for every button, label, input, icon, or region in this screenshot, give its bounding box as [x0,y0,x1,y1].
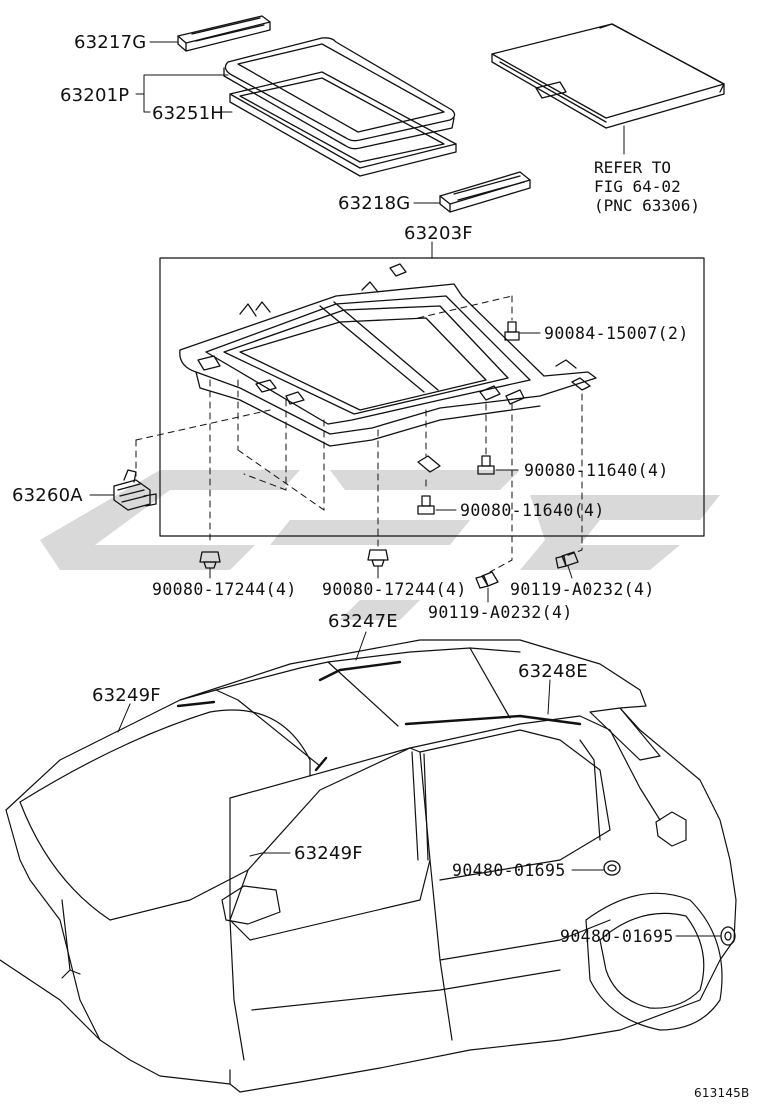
drip-seals [176,660,582,772]
label-90084-15007: 90084-15007(2) [544,324,689,343]
bolt-90080-11640-a [477,455,495,475]
label-63249F-a: 63249F [92,685,161,706]
label-63218G: 63218G [338,193,411,214]
plug-90480-b [720,926,736,946]
frame-assembly-box [159,257,705,537]
clip-90080-17244-a [199,551,221,569]
screw-90119-b [555,551,579,569]
refer-line-2: FIG 64-02 [594,177,681,196]
label-90080-17244-a: 90080-17244(4) [152,580,297,599]
part-63201P-glass [223,37,456,150]
part-63260A-motor [113,469,157,511]
label-63247E: 63247E [328,611,398,632]
part-63217G-strip [177,15,271,52]
label-90080-17244-b: 90080-17244(4) [322,580,467,599]
refer-line-3: (PNC 63306) [594,196,700,215]
label-63203F: 63203F [404,223,473,244]
plug-90480-a [603,860,621,876]
label-63260A: 63260A [12,485,83,506]
clip-90080-17244-b [367,549,389,567]
screw-90119-a [475,571,499,589]
label-90119-A0232-a: 90119-A0232(4) [510,580,655,599]
label-63249F-b: 63249F [294,843,363,864]
label-90119-A0232-b: 90119-A0232(4) [428,603,573,622]
refer-line-1: REFER TO [594,158,672,177]
part-63218G-strip [439,171,531,213]
label-90080-11640-b: 90080-11640(4) [460,501,605,520]
label-90080-11640-a: 90080-11640(4) [524,461,669,480]
bolt-90084 [504,321,520,341]
sunshade-refer-fig [491,23,725,129]
label-63251H: 63251H [152,103,224,124]
label-63248E: 63248E [518,661,588,682]
refer-note: REFER TO FIG 64-02 (PNC 63306) [594,158,700,215]
vehicle-body [0,639,737,1093]
dashed-guides [135,295,583,573]
label-90480-01695-a: 90480-01695 [452,861,566,880]
label-90480-01695-b: 90480-01695 [560,927,674,946]
part-63251H-seal [229,71,457,177]
label-63217G: 63217G [74,32,147,53]
bolt-90080-11640-b [417,495,435,515]
part-63203F-frame [179,263,597,473]
figure-number: 613145B [694,1086,750,1100]
label-63201P: 63201P [60,85,130,106]
